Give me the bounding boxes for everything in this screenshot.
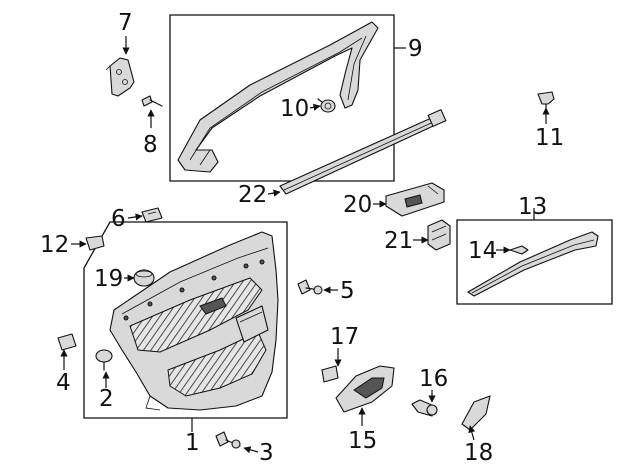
callout-16: 16 <box>419 366 448 392</box>
callout-13: 13 <box>518 194 547 220</box>
callout-7: 7 <box>118 10 133 36</box>
shield-18 <box>461 395 491 431</box>
callout-labels: 7 8 9 10 11 22 20 6 13 12 21 14 19 5 17 … <box>40 10 564 466</box>
bolt-16 <box>411 399 438 417</box>
push-pin-2 <box>95 349 113 371</box>
callout-10: 10 <box>280 96 309 122</box>
callout-15: 15 <box>348 428 377 454</box>
callout-4: 4 <box>56 370 71 396</box>
clip-6 <box>141 207 163 223</box>
screw-3 <box>215 431 241 449</box>
callout-2: 2 <box>99 386 114 412</box>
callout-3: 3 <box>259 440 274 466</box>
window-frame-molding <box>177 21 379 173</box>
group-frame-13 <box>456 219 613 305</box>
clip-17 <box>321 365 339 383</box>
door-trim-molding <box>467 231 599 297</box>
inside-handle-15 <box>335 365 395 413</box>
clip-12 <box>85 235 105 251</box>
callout-18: 18 <box>464 440 493 466</box>
callout-14: 14 <box>468 238 497 264</box>
callout-17: 17 <box>330 324 359 350</box>
plug-19 <box>133 269 155 287</box>
clip-14 <box>509 245 529 255</box>
group-frame-1 <box>83 221 288 419</box>
leader-lines <box>60 36 550 454</box>
callout-1: 1 <box>185 430 200 456</box>
screw-5 <box>297 279 323 295</box>
belt-weatherstrip <box>279 109 447 195</box>
clip-11 <box>537 91 555 109</box>
callout-22: 22 <box>238 182 267 208</box>
callout-11: 11 <box>535 125 564 151</box>
clip-4 <box>57 333 77 351</box>
bracket-7 <box>105 57 135 97</box>
group-frame-9 <box>169 14 395 182</box>
callout-19: 19 <box>94 266 123 292</box>
switch-bezel-20 <box>385 182 445 217</box>
callout-12: 12 <box>40 232 69 258</box>
callout-20: 20 <box>343 192 372 218</box>
window-switch-21 <box>427 219 451 251</box>
callout-6: 6 <box>111 206 126 232</box>
door-trim-panel <box>109 231 279 411</box>
callout-8: 8 <box>143 132 158 158</box>
callout-9: 9 <box>408 36 423 62</box>
callout-21: 21 <box>384 228 413 254</box>
pin-8 <box>141 95 163 107</box>
callout-5: 5 <box>340 278 355 304</box>
clip-10 <box>317 98 336 113</box>
